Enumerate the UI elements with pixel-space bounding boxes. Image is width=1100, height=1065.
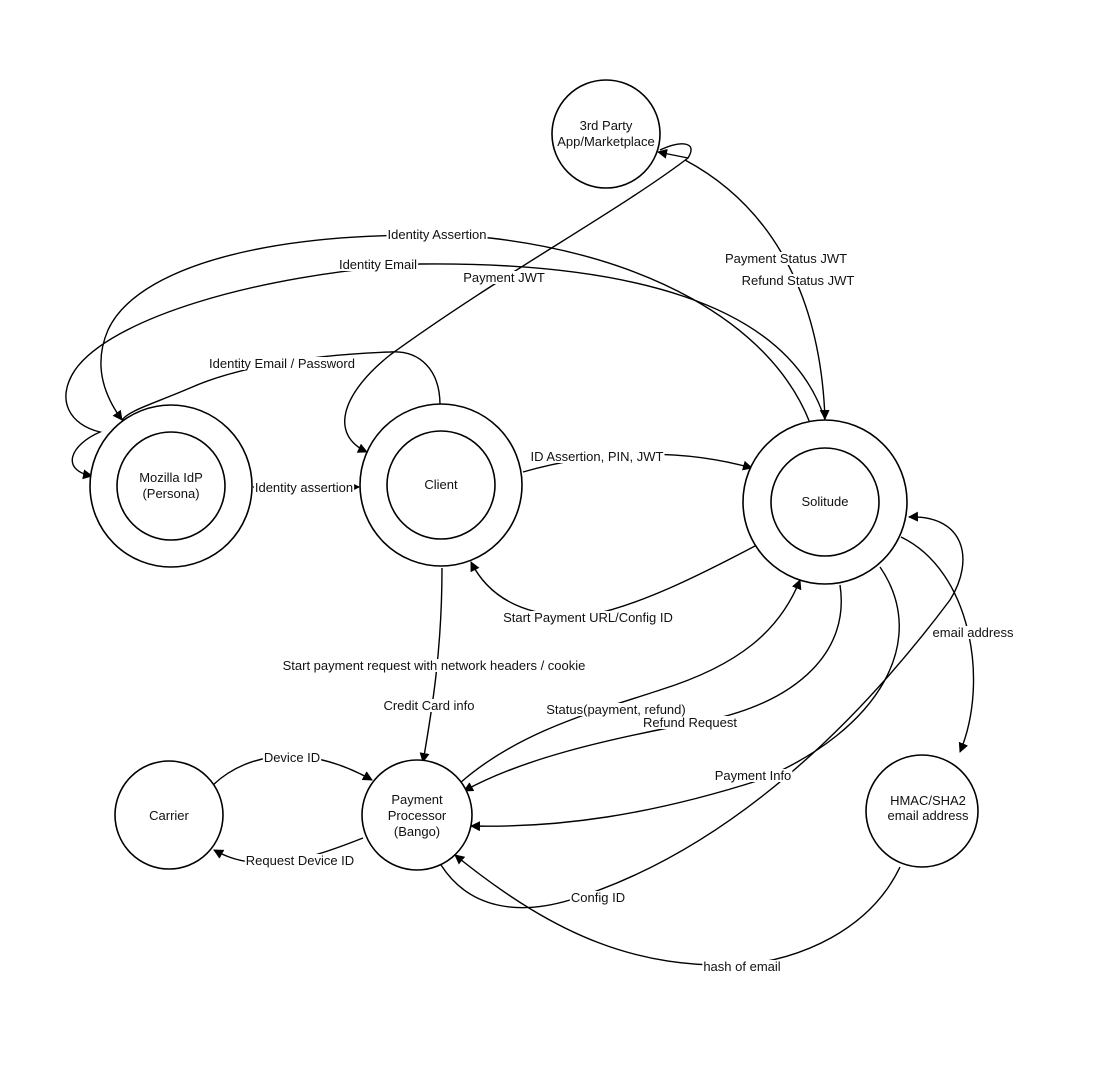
edge-label-background (931, 626, 1015, 639)
node-processor-label-line2: Processor (388, 808, 447, 823)
node-hmac-circle (865, 754, 979, 868)
node-solitude: Solitude (742, 419, 908, 585)
edge-label-background (382, 699, 476, 712)
node-idp: Mozilla IdP (Persona) (89, 404, 253, 568)
edge-label-background (529, 450, 665, 463)
node-hmac-label-line1: HMAC/SHA2 (890, 793, 966, 808)
edge-label-background (281, 659, 587, 672)
edge-label-background (723, 252, 849, 265)
edge-label-background (545, 703, 687, 716)
label-start-payment-request: Start payment request with network heade… (283, 658, 586, 673)
node-carrier: Carrier (114, 760, 224, 870)
label-email-address: email address (933, 625, 1014, 640)
node-thirdparty-label-line2: App/Marketplace (557, 134, 655, 149)
edge-label-backgrounds (208, 228, 1015, 973)
label-payment-info: Payment Info (715, 768, 792, 783)
label-device-id: Device ID (264, 750, 320, 765)
edge-label-background (702, 960, 782, 973)
edge-status-payment-refund (459, 579, 802, 784)
node-idp-label-line1: Mozilla IdP (139, 470, 203, 485)
node-processor-circle (361, 759, 473, 871)
edge-payment-jwt (344, 143, 692, 453)
edge-label-background (642, 716, 739, 729)
edge-hash-of-email (454, 854, 901, 966)
label-request-device-id: Request Device ID (246, 853, 354, 868)
node-client-inner-circle (386, 430, 496, 540)
edge-label-background (502, 611, 674, 624)
edge-label-background (244, 854, 356, 867)
edge-label-background (262, 751, 322, 764)
node-hmac: HMAC/SHA2 email address (865, 754, 979, 868)
label-config-id: Config ID (571, 890, 625, 905)
edge-thirdparty-arrow-in (657, 148, 689, 159)
label-identity-email: Identity Email (339, 257, 417, 272)
edge-labels: Identity Assertion Identity Email Paymen… (209, 227, 1014, 974)
node-client: Client (359, 403, 523, 567)
edge-label-background (253, 481, 355, 494)
node-solitude-inner-circle (770, 447, 880, 557)
edge-config-id (440, 511, 964, 909)
label-credit-card-info: Credit Card info (383, 698, 474, 713)
node-processor-label-line1: Payment (391, 792, 443, 807)
node-thirdparty: 3rd Party App/Marketplace (551, 79, 661, 189)
edge-label-background (386, 228, 488, 241)
label-id-assertion-pin-jwt: ID Assertion, PIN, JWT (531, 449, 664, 464)
label-payment-jwt: Payment JWT (463, 270, 545, 285)
edge-payment-status-jwt (684, 159, 830, 420)
label-refund-status-jwt: Refund Status JWT (742, 273, 855, 288)
label-hash-of-email: hash of email (703, 959, 780, 974)
label-refund-request: Refund Request (643, 715, 737, 730)
node-hmac-label-line2: email address (888, 808, 969, 823)
label-payment-status-jwt: Payment Status JWT (725, 251, 847, 266)
edge-label-background (462, 271, 546, 284)
label-identity-assertion-client: Identity assertion (255, 480, 353, 495)
label-identity-email-password: Identity Email / Password (209, 356, 355, 371)
node-processor: Payment Processor (Bango) (361, 759, 473, 871)
edge-credit-card-info (419, 567, 443, 763)
edge-label-background (337, 258, 419, 271)
label-status-payment-refund: Status(payment, refund) (546, 702, 685, 717)
edge-label-background (208, 357, 356, 370)
edge-label-background (713, 769, 793, 782)
node-thirdparty-circle (551, 79, 661, 189)
label-identity-assertion: Identity Assertion (388, 227, 487, 242)
node-idp-label-line2: (Persona) (142, 486, 199, 501)
edge-identity-email (65, 263, 827, 480)
node-processor-label-line3: (Bango) (394, 824, 440, 839)
edge-payment-info (470, 566, 900, 832)
node-solitude-label: Solitude (802, 494, 849, 509)
node-idp-inner-circle (116, 431, 226, 541)
edge-start-payment-url (470, 545, 756, 617)
edge-identity-assertion (100, 234, 811, 424)
node-carrier-label: Carrier (149, 808, 189, 823)
edge-label-background (740, 274, 856, 287)
edge-label-background (569, 891, 627, 904)
node-thirdparty-label-line1: 3rd Party (580, 118, 633, 133)
node-carrier-circle (114, 760, 224, 870)
node-client-label: Client (424, 477, 458, 492)
label-start-payment-url: Start Payment URL/Config ID (503, 610, 673, 625)
